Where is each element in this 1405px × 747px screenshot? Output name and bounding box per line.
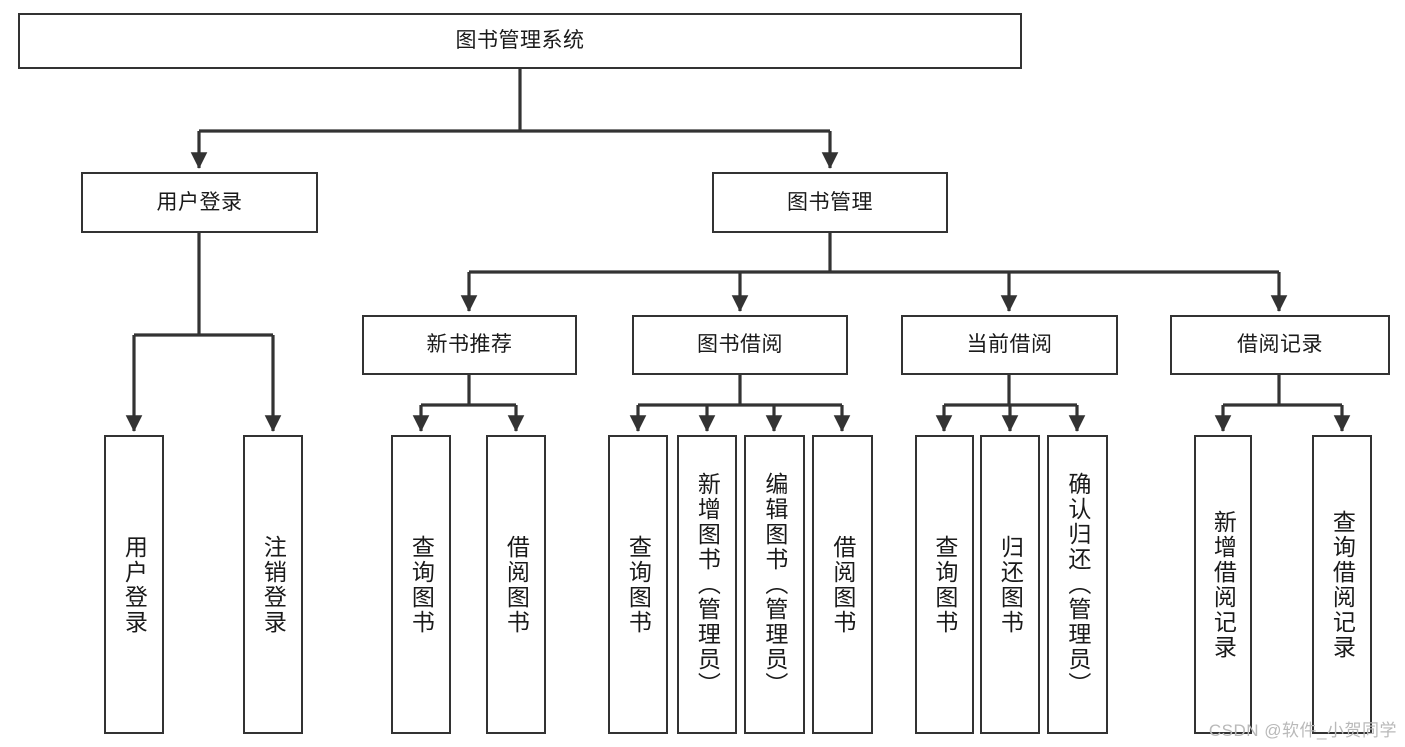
node-leaf-edit-book[interactable]: 编辑图书（管理员） <box>744 435 805 734</box>
node-leaf-query-record-label: 查询借阅记录 <box>1329 509 1356 660</box>
node-leaf-return-book-label: 归还图书 <box>997 534 1024 635</box>
node-leaf-query-book-2[interactable]: 查询图书 <box>608 435 668 734</box>
node-leaf-add-record-label: 新增借阅记录 <box>1210 509 1237 660</box>
node-current-borrow[interactable]: 当前借阅 <box>901 315 1118 375</box>
node-leaf-borrow-book-2[interactable]: 借阅图书 <box>812 435 873 734</box>
node-book-borrow[interactable]: 图书借阅 <box>632 315 848 375</box>
node-leaf-edit-book-label: 编辑图书（管理员） <box>761 472 788 697</box>
node-leaf-logout[interactable]: 注销登录 <box>243 435 303 734</box>
node-leaf-borrow-book-2-label: 借阅图书 <box>829 534 856 635</box>
node-leaf-user-login[interactable]: 用户登录 <box>104 435 164 734</box>
node-leaf-confirm-return-label: 确认归还（管理员） <box>1064 472 1091 697</box>
node-leaf-query-record[interactable]: 查询借阅记录 <box>1312 435 1372 734</box>
node-leaf-query-book-1[interactable]: 查询图书 <box>391 435 451 734</box>
node-leaf-logout-label: 注销登录 <box>260 534 287 635</box>
node-root-label: 图书管理系统 <box>455 29 585 53</box>
node-leaf-borrow-book-1[interactable]: 借阅图书 <box>486 435 546 734</box>
node-new-book-rec-label: 新书推荐 <box>426 333 513 357</box>
node-leaf-add-record[interactable]: 新增借阅记录 <box>1194 435 1252 734</box>
node-root[interactable]: 图书管理系统 <box>18 13 1022 69</box>
node-leaf-user-login-label: 用户登录 <box>121 534 148 635</box>
node-book-borrow-label: 图书借阅 <box>697 333 783 357</box>
node-leaf-add-book-label: 新增图书（管理员） <box>694 472 721 697</box>
node-user-login-label: 用户登录 <box>156 190 243 214</box>
node-leaf-confirm-return[interactable]: 确认归还（管理员） <box>1047 435 1108 734</box>
node-current-borrow-label: 当前借阅 <box>966 333 1053 357</box>
node-borrow-record[interactable]: 借阅记录 <box>1170 315 1390 375</box>
node-borrow-record-label: 借阅记录 <box>1237 333 1323 357</box>
node-leaf-add-book[interactable]: 新增图书（管理员） <box>677 435 737 734</box>
node-book-manage-label: 图书管理 <box>787 190 873 214</box>
node-new-book-rec[interactable]: 新书推荐 <box>362 315 577 375</box>
node-leaf-borrow-book-1-label: 借阅图书 <box>503 534 530 635</box>
node-leaf-query-book-1-label: 查询图书 <box>408 534 435 635</box>
node-leaf-query-book-3[interactable]: 查询图书 <box>915 435 974 734</box>
node-user-login[interactable]: 用户登录 <box>81 172 318 233</box>
node-leaf-return-book[interactable]: 归还图书 <box>980 435 1040 734</box>
node-book-manage[interactable]: 图书管理 <box>712 172 948 233</box>
node-leaf-query-book-3-label: 查询图书 <box>931 534 958 635</box>
node-leaf-query-book-2-label: 查询图书 <box>625 534 652 635</box>
